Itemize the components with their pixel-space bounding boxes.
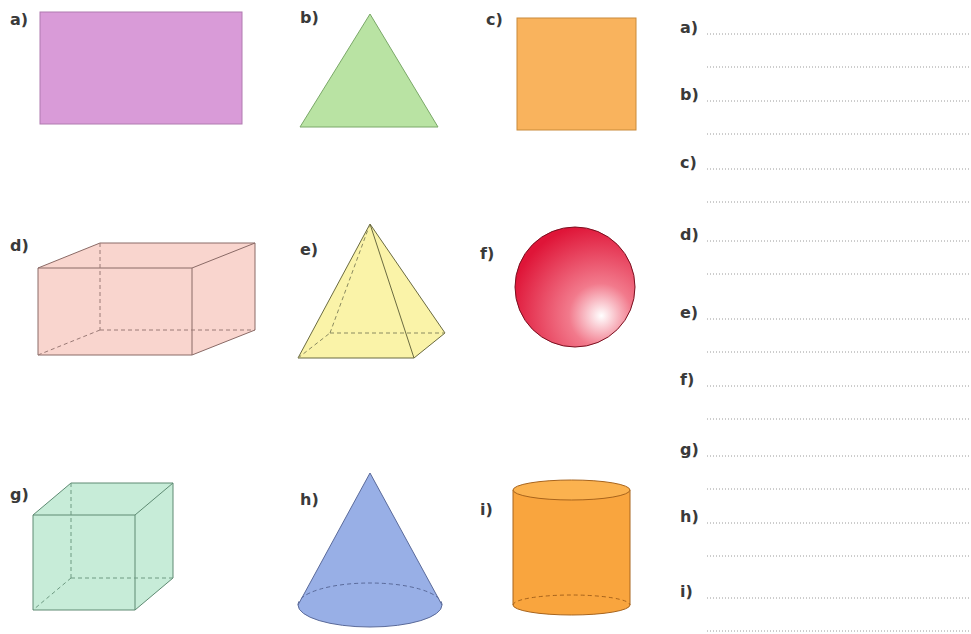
dotted-line (707, 101, 971, 102)
shape-letter: b) (300, 10, 319, 26)
shape-letter: a) (10, 12, 28, 28)
dotted-line (707, 352, 971, 353)
dotted-line (707, 456, 971, 457)
pyramid (298, 224, 445, 358)
shape-letter: g) (10, 487, 29, 503)
shape-letter: f) (480, 246, 494, 262)
shape-letter: e) (300, 242, 318, 258)
shape-letter: h) (300, 492, 319, 508)
shape-letter: c) (486, 12, 503, 28)
cube (33, 483, 173, 610)
answer-letter: i) (680, 584, 693, 600)
answer-letter: a) (680, 20, 698, 36)
answer-letter: d) (680, 227, 699, 243)
dotted-line (707, 67, 971, 68)
answer-lines (707, 34, 971, 631)
dotted-line (707, 34, 971, 35)
cylinder (513, 480, 630, 615)
dotted-line (707, 274, 971, 275)
answer-letter: b) (680, 87, 699, 103)
shape-letter: d) (10, 238, 29, 254)
dotted-line (707, 556, 971, 557)
triangle (300, 14, 438, 127)
dotted-line (707, 523, 971, 524)
dotted-line (707, 202, 971, 203)
dotted-line (707, 598, 971, 599)
rectangle (40, 12, 242, 124)
dotted-line (707, 169, 971, 170)
cuboid (38, 243, 255, 355)
dotted-line (707, 631, 971, 632)
dotted-line (707, 419, 971, 420)
dotted-line (707, 241, 971, 242)
sphere (515, 227, 635, 347)
answer-letter: g) (680, 442, 699, 458)
answer-letter: f) (680, 372, 694, 388)
square (517, 18, 636, 130)
dotted-line (707, 319, 971, 320)
answer-letter: e) (680, 305, 698, 321)
dotted-line (707, 386, 971, 387)
shape-letter: i) (480, 502, 493, 518)
dotted-line (707, 134, 971, 135)
cone (298, 473, 442, 627)
answer-letter: c) (680, 155, 697, 171)
answer-letter: h) (680, 509, 699, 525)
dotted-line (707, 489, 971, 490)
